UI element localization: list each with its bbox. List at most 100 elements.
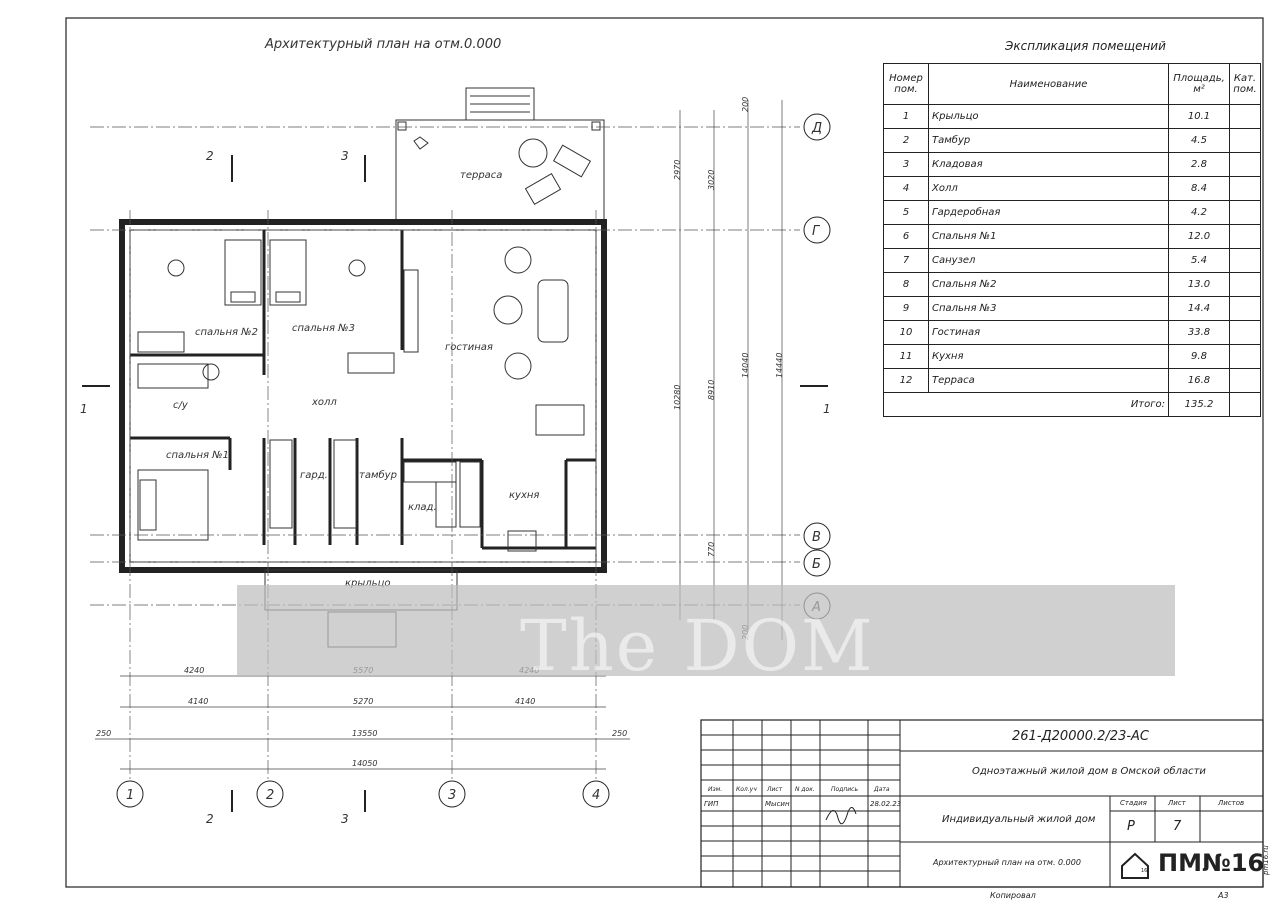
cell-cat: [1229, 128, 1261, 153]
room-bath: с/у: [173, 400, 189, 411]
cell-area: 33.8: [1168, 320, 1230, 345]
stage-header: Стадия: [1120, 799, 1147, 807]
axis-bubble-G: [803, 216, 831, 244]
cell-area: 2.8: [1168, 152, 1230, 177]
room-storage: клад.: [408, 502, 437, 513]
col-header: N док.: [795, 786, 815, 793]
total-value: 135.2: [1168, 392, 1230, 417]
dim-label: 4140: [188, 697, 208, 706]
sheets-header: Листов: [1218, 799, 1245, 807]
cell-num: 11: [883, 344, 929, 369]
axis-letter: Г: [812, 224, 821, 239]
axis-bubble-D: [803, 113, 831, 141]
cell-area: 5.4: [1168, 248, 1230, 273]
cell-name: Спальня №3: [928, 296, 1169, 321]
sheet-header: Лист: [1168, 799, 1186, 807]
cell-num: 12: [883, 368, 929, 393]
col-header: Дата: [874, 786, 890, 793]
cell-num: 8: [883, 272, 929, 297]
header-category: Кат. пом.: [1229, 63, 1261, 105]
date: 28.02.23: [870, 800, 902, 808]
total-row: Итого:135.2: [883, 392, 1261, 417]
total-label: Итого:: [883, 392, 1169, 417]
interior-walls: [130, 230, 596, 550]
format-label: А3: [1218, 891, 1229, 900]
copied-label: Копировал: [990, 891, 1036, 900]
cell-area: 14.4: [1168, 296, 1230, 321]
cell-num: 1: [883, 104, 929, 129]
cell-num: 5: [883, 200, 929, 225]
axis-letter: Д: [811, 121, 822, 136]
header-area: Площадь, м²: [1168, 63, 1230, 105]
signature-icon: [825, 807, 857, 825]
axis-number: 3: [448, 788, 456, 803]
dim-label: 770: [707, 542, 716, 557]
dimension-lines-right: [679, 100, 783, 640]
cell-name: Гардеробная: [928, 200, 1169, 225]
dim-label: 2970: [673, 160, 682, 180]
cell-cat: [1229, 272, 1261, 297]
cell-name: Кухня: [928, 344, 1169, 369]
cell-name: Холл: [928, 176, 1169, 201]
room-bedroom1: спальня №1: [166, 450, 229, 461]
room-vestibule: тамбур: [359, 469, 397, 481]
section-label: 3: [341, 812, 349, 826]
col-header: Изм.: [708, 786, 723, 793]
project-name: Одноэтажный жилой дом в Омской области: [972, 766, 1206, 777]
section-label: 2: [206, 149, 214, 163]
dim-label: 14050: [352, 759, 377, 768]
col-header: Подпись: [831, 786, 858, 793]
axis-bubble-V: [803, 522, 831, 550]
cell-name: Тамбур: [928, 128, 1169, 153]
cell-num: 3: [883, 152, 929, 177]
col-header: Кол.уч: [736, 786, 757, 793]
furniture: [137, 239, 585, 552]
cell-cat: [1229, 176, 1261, 201]
cell-name: Кладовая: [928, 152, 1169, 177]
room-hall: холл: [311, 397, 337, 408]
cell-name: Крыльцо: [928, 104, 1169, 129]
titleblock-frame: [700, 719, 1264, 888]
stage-value: Р: [1127, 819, 1135, 834]
cell-area: 16.8: [1168, 368, 1230, 393]
dim-label: 250: [96, 729, 111, 738]
sheet-title: Архитектурный план на отм. 0.000: [933, 858, 1081, 867]
terrace: [395, 87, 605, 223]
room-porch: крыльцо: [345, 578, 391, 589]
dim-label: 14440: [775, 353, 784, 378]
room-living: гостиная: [445, 342, 493, 353]
room-bedroom3: спальня №3: [292, 323, 355, 334]
plan-title: Архитектурный план на отм.0.000: [264, 37, 501, 52]
cell-name: Гостиная: [928, 320, 1169, 345]
logo-sub: 16: [1141, 868, 1148, 874]
header-name: Наименование: [928, 63, 1169, 105]
axis-number: 4: [592, 788, 600, 803]
dim-label: 8910: [707, 380, 716, 400]
dimension-lines-bottom: [95, 675, 630, 770]
logo-text: ПМ№16: [1158, 849, 1265, 877]
cell-cat: [1229, 320, 1261, 345]
number-axes: [116, 780, 610, 808]
cell-cat: [1229, 392, 1261, 417]
project-code: 261-Д20000.2/23-АС: [1012, 729, 1150, 744]
object-name: Индивидуальный жилой дом: [942, 814, 1096, 825]
explication-table: Номер пом. Наименование Площадь, м² Кат.…: [883, 63, 1261, 417]
axis-number: 1: [126, 788, 134, 803]
cell-cat: [1229, 368, 1261, 393]
cell-num: 7: [883, 248, 929, 273]
header-number: Номер пом.: [883, 63, 929, 105]
axis-letter: Б: [812, 557, 821, 572]
section-label: 2: [206, 812, 214, 826]
role: ГИП: [704, 800, 719, 808]
section-label: 1: [80, 402, 88, 416]
dim-label: 4140: [515, 697, 535, 706]
cell-num: 6: [883, 224, 929, 249]
